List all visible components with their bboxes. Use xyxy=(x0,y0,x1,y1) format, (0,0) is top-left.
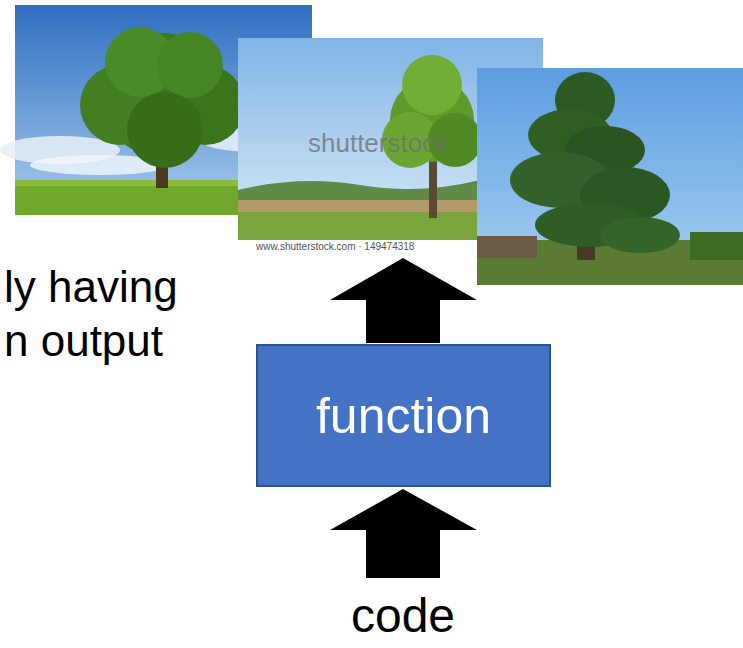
input-label: code xyxy=(351,588,455,643)
cut-off-text: n output xyxy=(4,316,163,366)
process-box: function xyxy=(256,344,551,487)
watermark: shutterstock xyxy=(308,128,448,159)
watermark: www.shutterstock.com · 149474318 xyxy=(256,241,414,252)
up-arrow xyxy=(330,258,477,343)
tree-photo xyxy=(477,68,743,285)
cut-off-text: ly having xyxy=(4,262,178,312)
box-label: function xyxy=(316,387,491,445)
up-arrow xyxy=(330,489,477,578)
